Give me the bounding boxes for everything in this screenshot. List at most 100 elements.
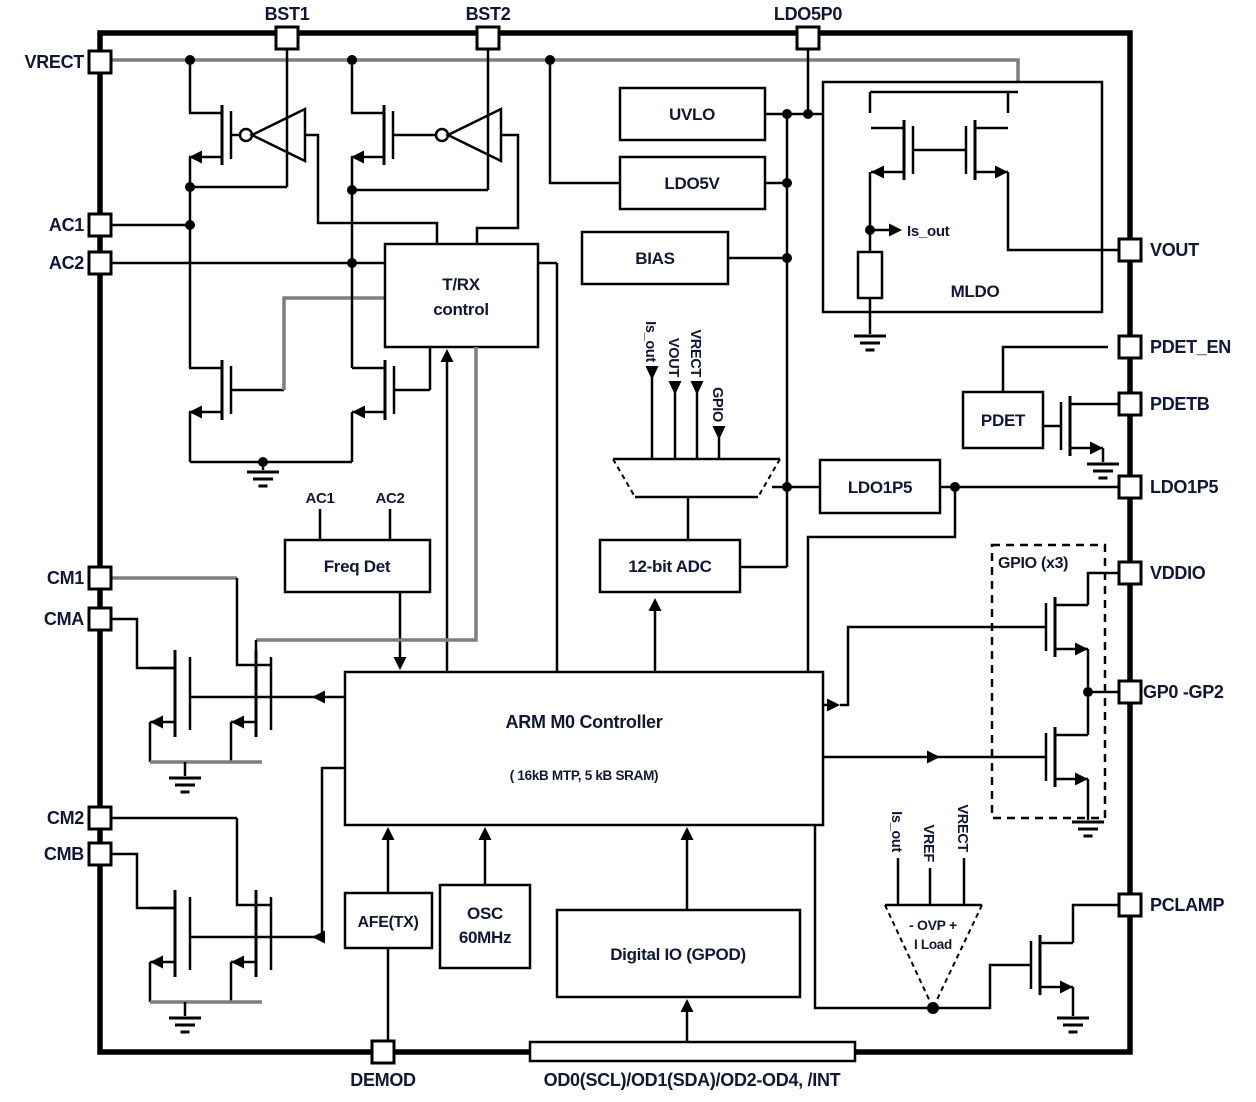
ovp-label: - OVP + bbox=[909, 917, 957, 933]
arm-sublabel: ( 16kB MTP, 5 kB SRAM) bbox=[510, 768, 658, 783]
pin-label-bus: OD0(SCL)/OD1(SDA)/OD2-OD4, /INT bbox=[544, 1070, 841, 1090]
inverter-1 bbox=[249, 106, 307, 164]
freq-det-block bbox=[283, 538, 432, 594]
pin-label-bst1: BST1 bbox=[265, 4, 310, 24]
ldo5v-label: LDO5V bbox=[664, 174, 720, 193]
pin-square-pdetb bbox=[1117, 391, 1143, 417]
pin-square-cm1 bbox=[87, 565, 113, 591]
pdet-label: PDET bbox=[981, 411, 1026, 430]
rectifier-section-wires bbox=[111, 46, 1023, 672]
trx-label-1: T/RX bbox=[442, 275, 480, 294]
pin-label-vrect: VRECT bbox=[24, 52, 84, 72]
pin-square-vrect bbox=[87, 49, 113, 75]
pin-label-pclamp: PCLAMP bbox=[1150, 895, 1224, 915]
pin-square-pdet-en bbox=[1117, 334, 1143, 360]
pin-square-cma bbox=[87, 606, 113, 632]
pin-label-pdet-en: PDET_EN bbox=[1150, 337, 1231, 357]
ovp-comparator bbox=[884, 904, 983, 1009]
ovp-vrect-label: VRECT bbox=[954, 804, 970, 852]
pin-square-ac1 bbox=[87, 212, 113, 238]
pin-square-pclamp bbox=[1117, 892, 1143, 918]
trx-label-2: control bbox=[433, 300, 489, 319]
pin-square-gp0-gp2 bbox=[1117, 679, 1143, 705]
pin-label-ac2: AC2 bbox=[49, 253, 84, 273]
pin-square-ldo5p0 bbox=[795, 25, 821, 51]
ovp-load-label: I Load bbox=[914, 937, 952, 952]
pin-square-cmb bbox=[87, 841, 113, 867]
bias-block bbox=[580, 230, 730, 286]
pin-square-cm2 bbox=[87, 805, 113, 831]
osc-label-2: 60MHz bbox=[459, 928, 511, 947]
power-blocks: UVLO LDO5V BIAS bbox=[580, 46, 823, 569]
pin-square-bst1 bbox=[274, 25, 300, 51]
gpio-box bbox=[990, 543, 1107, 820]
freq-det-label: Freq Det bbox=[324, 557, 391, 576]
pin-label-pdetb: PDETB bbox=[1150, 394, 1210, 414]
adc-block bbox=[598, 538, 742, 594]
ldo1p5-section: LDO1P5 bbox=[782, 458, 1119, 672]
pin-label-cm1: CM1 bbox=[47, 568, 84, 588]
pin-square-demod bbox=[370, 1039, 396, 1065]
bias-label: BIAS bbox=[635, 249, 674, 268]
cm1-section bbox=[111, 576, 273, 794]
pin-label-vddio: VDDIO bbox=[1150, 563, 1206, 583]
trx-block bbox=[383, 242, 540, 349]
trx-section: T/RX control bbox=[256, 242, 540, 672]
mldo-isout-label: Is_out bbox=[907, 223, 950, 240]
pin-label-gp0-gp2: GP0 -GP2 bbox=[1143, 682, 1224, 702]
mux-input-gpio-label: GPIO bbox=[709, 387, 725, 422]
uvlo-label: UVLO bbox=[669, 105, 715, 124]
freqdet-ac1-label: AC1 bbox=[305, 490, 334, 507]
mux-input-vout-label: VOUT bbox=[665, 338, 681, 378]
pin-label-bst2: BST2 bbox=[466, 4, 511, 24]
digital-io-label: Digital IO (GPOD) bbox=[610, 945, 746, 964]
pin-label-vout: VOUT bbox=[1150, 240, 1199, 260]
pin-label-ac1: AC1 bbox=[49, 215, 84, 235]
ldo1p5-block bbox=[818, 458, 942, 515]
freq-det-section: AC1 AC2 Freq Det bbox=[283, 490, 432, 670]
freqdet-ac2-label: AC2 bbox=[375, 490, 404, 507]
cm2-section bbox=[111, 816, 273, 1034]
mldo-section: Is_out MLDO bbox=[821, 80, 1119, 352]
osc-block bbox=[438, 883, 532, 970]
gpio-section: GPIO (x3) bbox=[990, 543, 1119, 838]
ldo1p5-block-label: LDO1P5 bbox=[848, 478, 912, 497]
pdet-block bbox=[961, 390, 1045, 450]
arm-section: ARM M0 Controller ( 16kB MTP, 5 kB SRAM) bbox=[190, 625, 1046, 1010]
ldo5v-block bbox=[618, 155, 767, 211]
pin-square-vddio bbox=[1117, 560, 1143, 586]
arm-label: ARM M0 Controller bbox=[506, 712, 663, 732]
pin-label-cma: CMA bbox=[44, 609, 84, 629]
pin-label-cm2: CM2 bbox=[47, 808, 84, 828]
mux bbox=[612, 458, 781, 498]
adc-label: 12-bit ADC bbox=[628, 557, 711, 576]
pin-square-bst2 bbox=[475, 25, 501, 51]
bottom-blocks: AFE(TX) OSC 60MHz Digital IO (GPOD) bbox=[343, 827, 802, 1042]
pdet-section: PDET bbox=[961, 345, 1121, 480]
pin-square-vout bbox=[1117, 237, 1143, 263]
mux-input-vrect-label: VRECT bbox=[687, 329, 703, 377]
mldo-label: MLDO bbox=[951, 282, 1000, 301]
bus-pin-bar bbox=[528, 1040, 857, 1063]
mldo-resistor bbox=[856, 250, 884, 300]
inverter-2 bbox=[445, 106, 503, 164]
pin-label-cmb: CMB bbox=[44, 844, 84, 864]
arm-block bbox=[343, 670, 825, 827]
afe-block bbox=[343, 891, 434, 950]
osc-label-1: OSC bbox=[467, 904, 503, 923]
pin-square-ac2 bbox=[87, 250, 113, 276]
pin-label-ldo5p0: LDO5P0 bbox=[774, 4, 843, 24]
digital-io-block bbox=[555, 908, 802, 999]
ovp-isout-label: Is_out bbox=[888, 811, 904, 852]
ovp-vref-label: VREF bbox=[920, 825, 936, 863]
pin-label-ldo1p5: LDO1P5 bbox=[1150, 477, 1219, 497]
pin-label-demod: DEMOD bbox=[350, 1070, 416, 1090]
mux-input-isout-label: Is_out bbox=[642, 321, 658, 362]
pins: BST1 BST2 LDO5P0 VRECT AC1 AC2 CM1 CMA C… bbox=[24, 4, 1231, 1090]
afe-label: AFE(TX) bbox=[357, 914, 418, 931]
ovp-pclamp-section: Is_out VREF VRECT - OVP + I Load bbox=[884, 804, 1119, 1034]
mux-adc-section: Is_out VOUT VRECT GPIO 12-bit ADC bbox=[598, 321, 787, 672]
pin-square-ldo1p5 bbox=[1117, 474, 1143, 500]
